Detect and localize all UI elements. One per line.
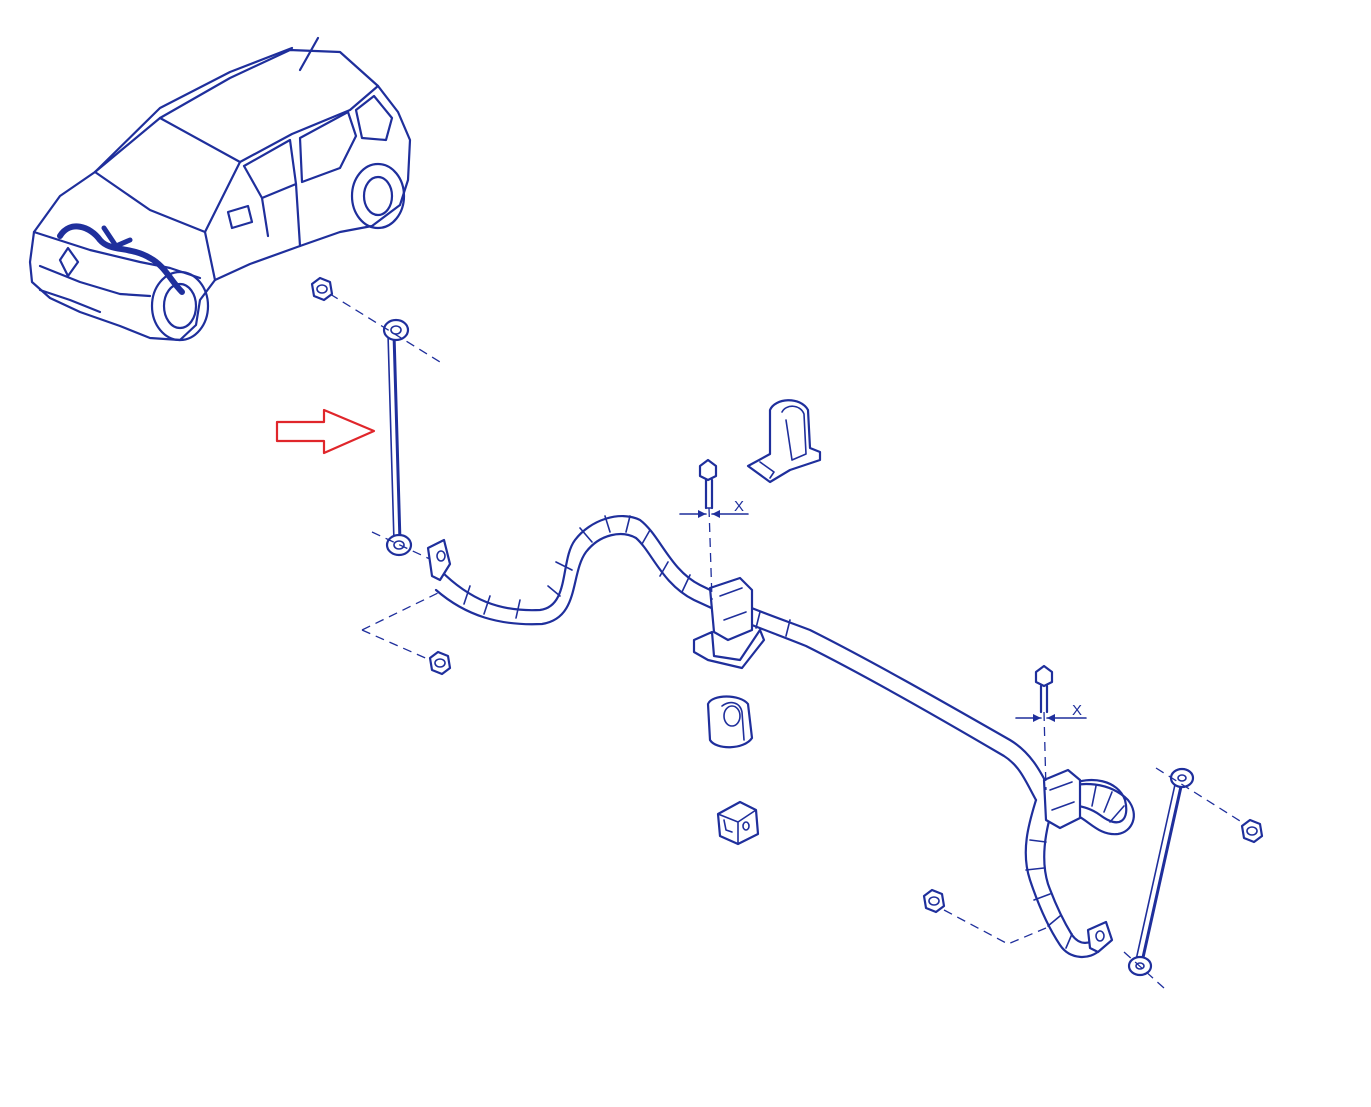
right-upper-nut [1240, 818, 1264, 844]
anti-roll-bar [434, 515, 1135, 958]
left-mount-bolt [698, 458, 718, 510]
left-upper-nut [310, 276, 334, 302]
right-dimension-label: X [1072, 702, 1082, 719]
car-illustration [28, 36, 412, 342]
left-stabilizer-link [382, 318, 413, 557]
right-mount-clamp-installed [1042, 768, 1082, 830]
right-stabilizer-link [1127, 767, 1195, 977]
left-link-lower-ball-joint [385, 533, 413, 557]
mount-block-exploded [716, 800, 760, 846]
highlight-arrow-icon [275, 408, 376, 455]
right-bolt-axis-line [1043, 711, 1047, 791]
left-bar-end-bracket [426, 538, 452, 582]
left-lower-construction-lines [361, 591, 441, 661]
mount-bushing-exploded [706, 695, 754, 749]
right-mount-bolt [1034, 664, 1054, 714]
left-lower-axis-line [371, 531, 433, 561]
right-lower-axis-line [1123, 951, 1165, 989]
mount-clamp-exploded [746, 399, 822, 484]
right-link-upper-ball-joint [1169, 767, 1195, 789]
right-lower-construction-lines [943, 909, 1047, 945]
left-dimension-label: X [734, 498, 744, 515]
left-link-upper-ball-joint [382, 318, 410, 342]
right-upper-axis-line [1155, 767, 1249, 827]
right-dimension-x: X [1015, 702, 1087, 722]
left-mount-clamp-installed [692, 576, 766, 670]
right-lower-nut [922, 888, 946, 914]
left-bolt-axis-line [708, 507, 713, 601]
left-upper-axis-line [329, 293, 441, 363]
right-bar-end-bracket [1086, 920, 1114, 954]
left-dimension-x: X [679, 498, 749, 518]
left-lower-nut [428, 650, 452, 676]
